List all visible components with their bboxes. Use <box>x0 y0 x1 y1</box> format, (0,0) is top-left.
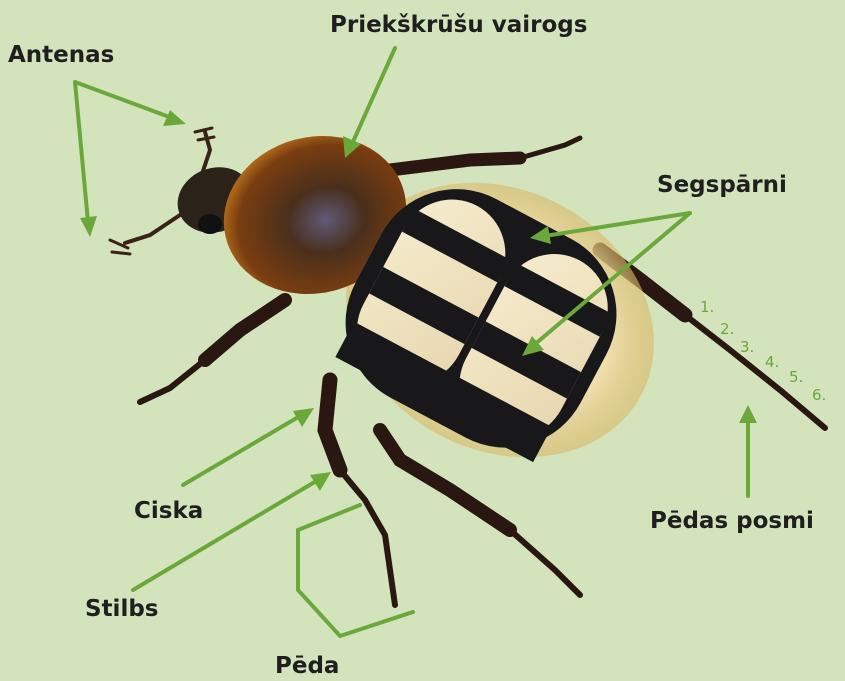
label-antenas: Antenas <box>8 44 114 67</box>
label-pedas-posmi: Pēdas posmi <box>650 510 814 533</box>
label-segsparni: Segspārni <box>657 174 787 197</box>
label-ciska: Ciska <box>134 500 203 523</box>
tarsus-segment-number: 3. <box>740 340 754 355</box>
tarsus-segment-number: 6. <box>812 388 826 403</box>
tarsus-segment-number: 5. <box>789 370 803 385</box>
tarsus-segment-number: 1. <box>700 300 714 315</box>
label-stilbs: Stilbs <box>85 598 158 621</box>
tarsus-segment-number: 4. <box>765 355 779 370</box>
label-peda: Pēda <box>275 655 339 678</box>
label-priekskrusu-vairogs: Priekškrūšu vairogs <box>330 14 587 37</box>
beetle-eye <box>198 214 222 234</box>
tarsus-segment-number: 2. <box>720 322 734 337</box>
